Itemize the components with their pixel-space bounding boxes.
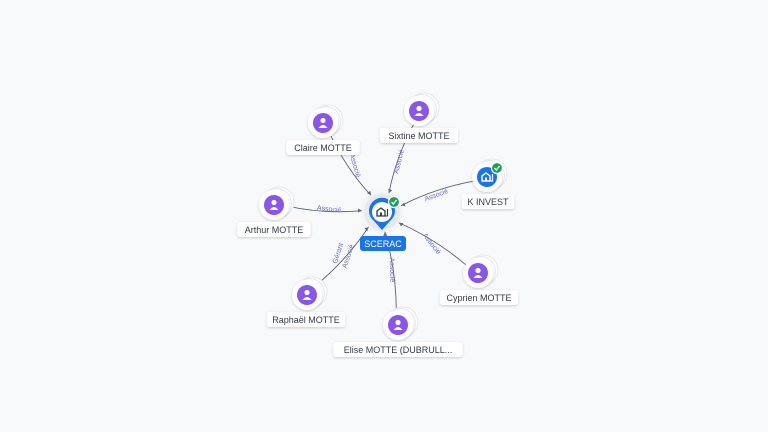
building-icon bbox=[376, 207, 389, 217]
node-label-elise: Elise MOTTE (DUBRULL... bbox=[333, 342, 463, 357]
node-label-kinvest: K INVEST bbox=[461, 194, 515, 209]
company-icon bbox=[477, 167, 497, 187]
center-node[interactable]: SCERAC bbox=[358, 188, 406, 251]
node-label-claire-text: Claire MOTTE bbox=[294, 143, 352, 153]
center-label-badge: SCERAC bbox=[360, 236, 406, 251]
verified-check-icon bbox=[490, 161, 504, 175]
person-icon bbox=[297, 285, 317, 305]
edge-label-sixtine: Associé bbox=[393, 149, 406, 175]
node-sixtine[interactable]: Sixtine MOTTE bbox=[379, 92, 459, 143]
edge-label-claire: Associé bbox=[348, 153, 362, 179]
node-label-raphael: Raphaël MOTTE bbox=[266, 312, 346, 327]
node-label-arthur-text: Arthur MOTTE bbox=[245, 225, 304, 235]
verified-check-icon bbox=[387, 195, 401, 209]
node-cyprien[interactable]: Cyprien MOTTE bbox=[439, 254, 519, 305]
person-icon bbox=[388, 315, 408, 335]
node-raphael[interactable]: Raphaël MOTTE bbox=[266, 276, 346, 327]
person-icon bbox=[264, 195, 284, 215]
node-label-cyprien: Cyprien MOTTE bbox=[439, 290, 519, 305]
node-kinvest[interactable]: K INVEST bbox=[461, 158, 515, 209]
center-pin-icon bbox=[369, 197, 395, 230]
edge-label-arthur: Associé bbox=[317, 205, 342, 215]
node-label-raphael-text: Raphaël MOTTE bbox=[272, 315, 340, 325]
node-claire[interactable]: Claire MOTTE bbox=[286, 104, 360, 155]
node-label-claire: Claire MOTTE bbox=[286, 140, 360, 155]
edge-label-elise: Associé bbox=[388, 258, 396, 283]
node-arthur[interactable]: Arthur MOTTE bbox=[237, 186, 311, 237]
edge-arthur: Associé bbox=[285, 205, 363, 215]
person-icon bbox=[313, 113, 333, 133]
node-label-sixtine-text: Sixtine MOTTE bbox=[388, 131, 449, 141]
node-label-sixtine: Sixtine MOTTE bbox=[379, 128, 459, 143]
node-label-arthur: Arthur MOTTE bbox=[237, 222, 311, 237]
node-label-kinvest-text: K INVEST bbox=[467, 197, 509, 207]
node-label-elise-text: Elise MOTTE (DUBRULL... bbox=[344, 345, 453, 355]
person-icon bbox=[409, 101, 429, 121]
node-elise[interactable]: Elise MOTTE (DUBRULL... bbox=[333, 306, 463, 357]
node-label-cyprien-text: Cyprien MOTTE bbox=[446, 293, 511, 303]
person-icon bbox=[468, 263, 488, 283]
edge-cyprien: Associé bbox=[398, 222, 469, 267]
center-label: SCERAC bbox=[364, 239, 402, 249]
